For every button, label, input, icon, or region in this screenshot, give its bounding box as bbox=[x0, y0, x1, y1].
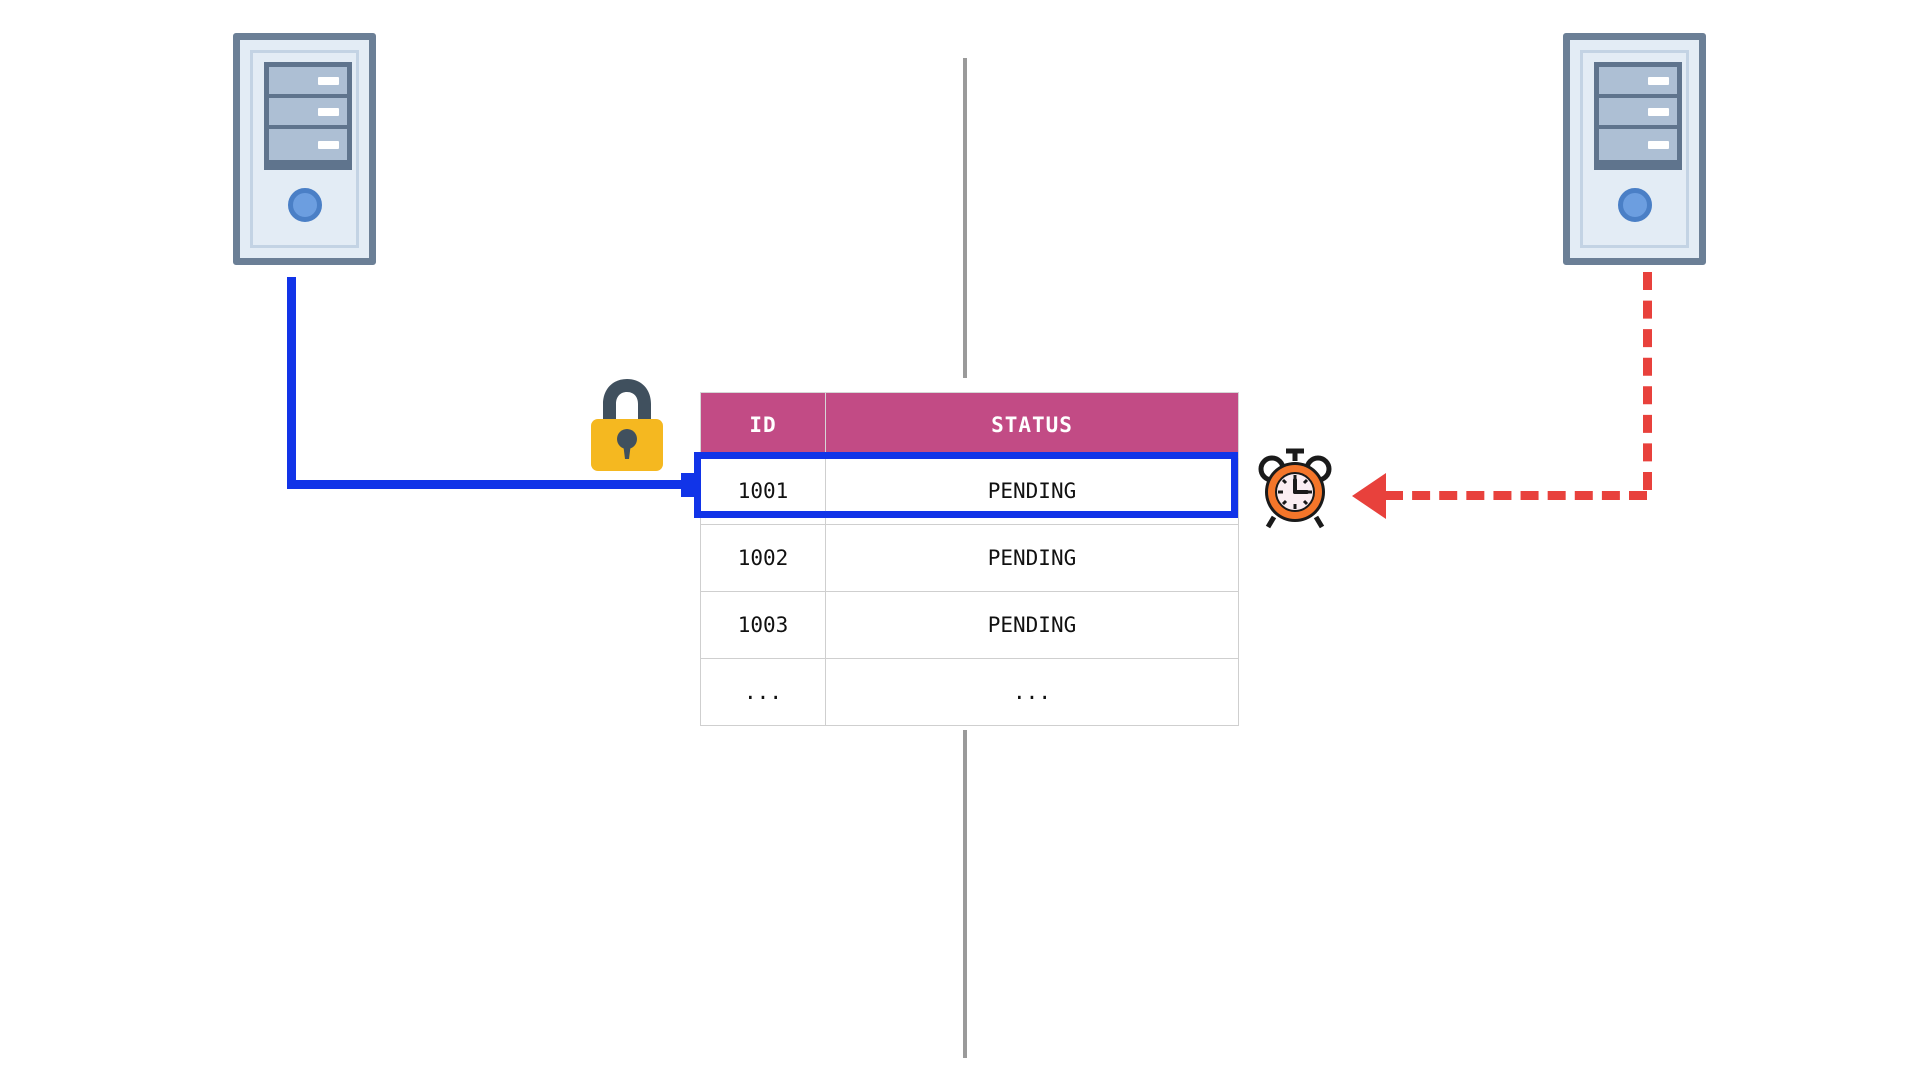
table-row[interactable]: 1002 PENDING bbox=[700, 524, 1239, 592]
server-drive-bay bbox=[1599, 98, 1677, 129]
server-bay-led-icon bbox=[318, 140, 339, 149]
right-server-icon bbox=[1563, 33, 1706, 265]
server-power-button-icon bbox=[287, 188, 322, 222]
server-drive-bay bbox=[269, 67, 347, 98]
cell-status: PENDING bbox=[825, 457, 1239, 525]
divider-bottom bbox=[963, 730, 967, 1058]
left-server-icon bbox=[233, 33, 376, 265]
table-row[interactable]: 1003 PENDING bbox=[700, 591, 1239, 659]
blue-connector-horizontal bbox=[287, 480, 687, 489]
cell-status: ... bbox=[825, 658, 1239, 726]
server-drive-bay bbox=[269, 98, 347, 129]
cell-id: 1002 bbox=[700, 524, 826, 592]
red-connector-vertical bbox=[1643, 272, 1652, 490]
divider-top bbox=[963, 58, 967, 378]
cell-status: PENDING bbox=[825, 591, 1239, 659]
server-inner-bezel bbox=[1580, 50, 1689, 248]
padlock-icon bbox=[588, 375, 666, 478]
server-bay-led-icon bbox=[1648, 140, 1669, 149]
red-connector-horizontal bbox=[1385, 491, 1647, 500]
server-bay-led-icon bbox=[1648, 76, 1669, 85]
transactions-table: ID STATUS 1001 PENDING 1002 PENDING 1003… bbox=[700, 392, 1239, 726]
server-bay-led-icon bbox=[1648, 107, 1669, 116]
alarm-clock-icon bbox=[1258, 447, 1332, 536]
cell-id: 1003 bbox=[700, 591, 826, 659]
server-drive-bay bbox=[1599, 129, 1677, 160]
server-drive-bay bbox=[269, 129, 347, 160]
server-drive-bay bbox=[1599, 67, 1677, 98]
column-header-status: STATUS bbox=[825, 392, 1239, 458]
cell-id: ... bbox=[700, 658, 826, 726]
server-drive-bays bbox=[1594, 62, 1682, 170]
red-connector-arrowhead-icon bbox=[1352, 473, 1386, 519]
table-row[interactable]: 1001 PENDING bbox=[700, 457, 1239, 525]
server-bay-led-icon bbox=[318, 107, 339, 116]
table-body: 1001 PENDING 1002 PENDING 1003 PENDING .… bbox=[700, 457, 1239, 726]
server-power-button-icon bbox=[1617, 188, 1652, 222]
column-header-id: ID bbox=[700, 392, 826, 458]
blue-connector-vertical bbox=[287, 277, 296, 489]
server-inner-bezel bbox=[250, 50, 359, 248]
table-row[interactable]: ... ... bbox=[700, 658, 1239, 726]
cell-id: 1001 bbox=[700, 457, 826, 525]
server-bay-led-icon bbox=[318, 76, 339, 85]
cell-status: PENDING bbox=[825, 524, 1239, 592]
server-drive-bays bbox=[264, 62, 352, 170]
table-header-row: ID STATUS bbox=[700, 392, 1239, 458]
